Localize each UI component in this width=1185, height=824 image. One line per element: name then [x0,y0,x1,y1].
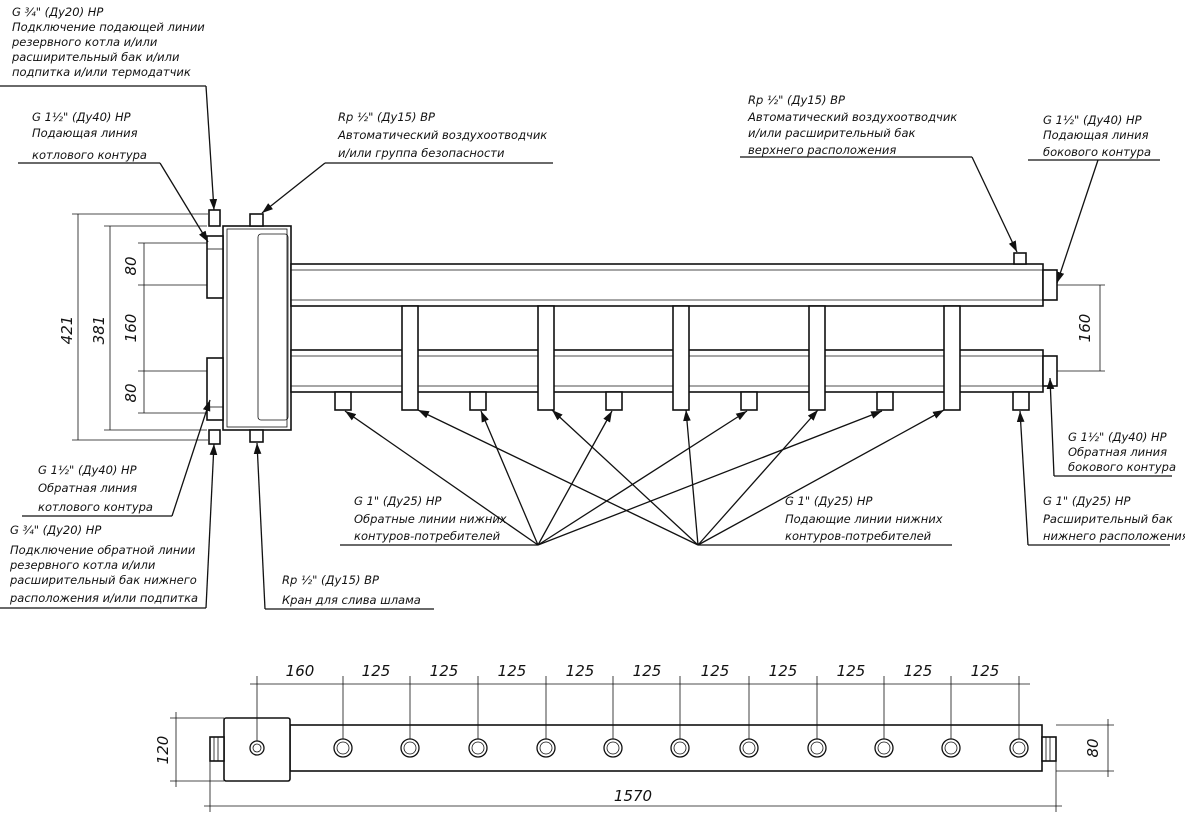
svg-text:G 1½" (Ду40) НР: G 1½" (Ду40) НР [32,110,131,124]
callout-boiler-return: G 1½" (Ду40) НР Обратная линия котлового… [22,399,211,517]
dim-bottom-pitch: 80 [122,383,140,402]
svg-text:резервного котла и/или: резервного котла и/или [11,35,158,49]
svg-text:расположения и/или подпитка: расположения и/или подпитка [9,591,198,605]
boiler-return-nozzle [206,357,224,421]
callout-side-return: G 1½" (Ду40) НР Обратная линия бокового … [1046,377,1176,477]
svg-text:расширительный бак нижнего: расширительный бак нижнего [9,573,197,587]
callout-drain-valve: Rp ½" (Ду15) ВР Кран для слива шлама [253,442,434,610]
plan-spacing-dimensions: 160 125 125 125 125 125 125 125 125 125 … [250,662,1030,741]
callout-right-air-vent: Rp ½" (Ду15) ВР Автоматический воздухоот… [740,93,1018,253]
svg-text:и/или расширительный бак: и/или расширительный бак [748,126,916,140]
svg-text:125: 125 [769,662,798,680]
dim-inner-height: 381 [90,316,108,345]
svg-text:125: 125 [837,662,866,680]
supply-risers [401,305,961,411]
svg-text:Автоматический воздухоотводчик: Автоматический воздухоотводчик [337,128,547,142]
svg-text:125: 125 [971,662,1000,680]
boiler-supply-nozzle [206,235,224,299]
dim-middle-pitch: 160 [122,314,140,343]
svg-text:G 1" (Ду25) НР: G 1" (Ду25) НР [785,494,873,508]
svg-text:125: 125 [430,662,459,680]
callout-backup-supply: G ¾" (Ду20) НР Подключение подающей лини… [0,5,218,211]
callout-top-air-vent: Rp ½" (Ду15) ВР Автоматический воздухоот… [261,110,553,214]
plan-collector [289,724,1043,772]
svg-text:125: 125 [633,662,662,680]
backup-return-port [208,429,221,445]
dim-top-pitch: 80 [122,256,140,275]
plan-view: 160 125 125 125 125 125 125 125 125 125 … [154,662,1114,812]
svg-text:Подающая линия: Подающая линия [1043,128,1149,142]
svg-text:бокового контура: бокового контура [1043,145,1151,159]
return-stubs [334,391,1030,411]
svg-text:подпитка и/или термодатчик: подпитка и/или термодатчик [12,65,191,79]
svg-text:верхнего расположения: верхнего расположения [748,143,896,157]
svg-text:Кран для слива шлама: Кран для слива шлама [282,593,421,607]
svg-text:нижнего расположения: нижнего расположения [1043,529,1185,543]
front-view: 421 381 80 160 80 160 [58,209,1105,445]
dim-total-height: 421 [58,316,76,345]
callout-backup-return: G ¾" (Ду20) НР Подключение обратной лини… [0,443,218,609]
svg-text:Rp ½" (Ду15) ВР: Rp ½" (Ду15) ВР [338,110,435,124]
dim-plan-width: 120 [154,736,172,765]
svg-text:расширительный бак и/или: расширительный бак и/или [11,50,180,64]
dim-total-length: 1570 [614,787,652,805]
svg-text:Обратная линия: Обратная линия [38,481,137,495]
svg-text:Автоматический воздухоотводчик: Автоматический воздухоотводчик [747,110,957,124]
right-air-vent-port [1013,252,1027,265]
separator-body [222,225,292,431]
backup-supply-port [208,209,221,227]
svg-text:Обратная линия: Обратная линия [1068,445,1167,459]
callout-consumer-supplies: G 1" (Ду25) НР Подающие линии нижних кон… [417,409,952,546]
drain-port [249,429,264,443]
svg-text:125: 125 [701,662,730,680]
svg-text:G 1" (Ду25) НР: G 1" (Ду25) НР [1043,494,1131,508]
svg-text:125: 125 [498,662,527,680]
side-supply-nozzle [1042,269,1058,301]
svg-text:G 1½" (Ду40) НР: G 1½" (Ду40) НР [38,463,137,477]
svg-text:G ¾" (Ду20) НР: G ¾" (Ду20) НР [10,523,101,537]
svg-text:котлового контура: котлового контура [38,500,153,514]
svg-text:125: 125 [566,662,595,680]
upper-collector [290,263,1044,307]
svg-text:160: 160 [286,662,315,680]
svg-text:контуров-потребителей: контуров-потребителей [785,529,932,543]
svg-text:G 1" (Ду25) НР: G 1" (Ду25) НР [354,494,442,508]
callout-side-supply: G 1½" (Ду40) НР Подающая линия бокового … [1028,113,1160,284]
svg-text:G ¾" (Ду20) НР: G ¾" (Ду20) НР [12,5,103,19]
callout-consumer-returns: G 1" (Ду25) НР Обратные линии нижних кон… [340,410,883,546]
svg-text:Подающие линии нижних: Подающие линии нижних [785,512,943,526]
svg-text:резервного котла и/или: резервного котла и/или [9,558,156,572]
svg-text:Подающая линия: Подающая линия [32,126,138,140]
callout-boiler-supply: G 1½" (Ду40) НР Подающая линия котлового… [18,110,209,243]
dim-plan-manifold-width: 80 [1084,738,1102,757]
svg-text:котлового контура: котлового контура [32,148,147,162]
svg-text:125: 125 [904,662,933,680]
svg-text:Rp ½" (Ду15) ВР: Rp ½" (Ду15) ВР [748,93,845,107]
svg-text:и/или группа безопасности: и/или группа безопасности [338,146,505,160]
svg-text:G 1½" (Ду40) НР: G 1½" (Ду40) НР [1068,430,1167,444]
svg-text:бокового контура: бокового контура [1068,460,1176,474]
top-air-vent-port [249,213,264,227]
svg-text:Rp ½" (Ду15) ВР: Rp ½" (Ду15) ВР [282,573,379,587]
svg-text:контуров-потребителей: контуров-потребителей [354,529,501,543]
svg-text:Подключение обратной линии: Подключение обратной линии [10,543,196,557]
callout-lower-expansion: G 1" (Ду25) НР Расширительный бак нижнег… [1016,410,1185,546]
svg-text:G 1½" (Ду40) НР: G 1½" (Ду40) НР [1043,113,1142,127]
dim-right-pitch: 160 [1076,314,1094,343]
svg-text:125: 125 [362,662,391,680]
front-dimensions: 421 381 80 160 80 160 [58,213,1105,441]
svg-text:Обратные линии нижних: Обратные линии нижних [354,512,507,526]
svg-text:Подключение подающей линии: Подключение подающей линии [12,20,205,34]
svg-text:Расширительный бак: Расширительный бак [1043,512,1173,526]
